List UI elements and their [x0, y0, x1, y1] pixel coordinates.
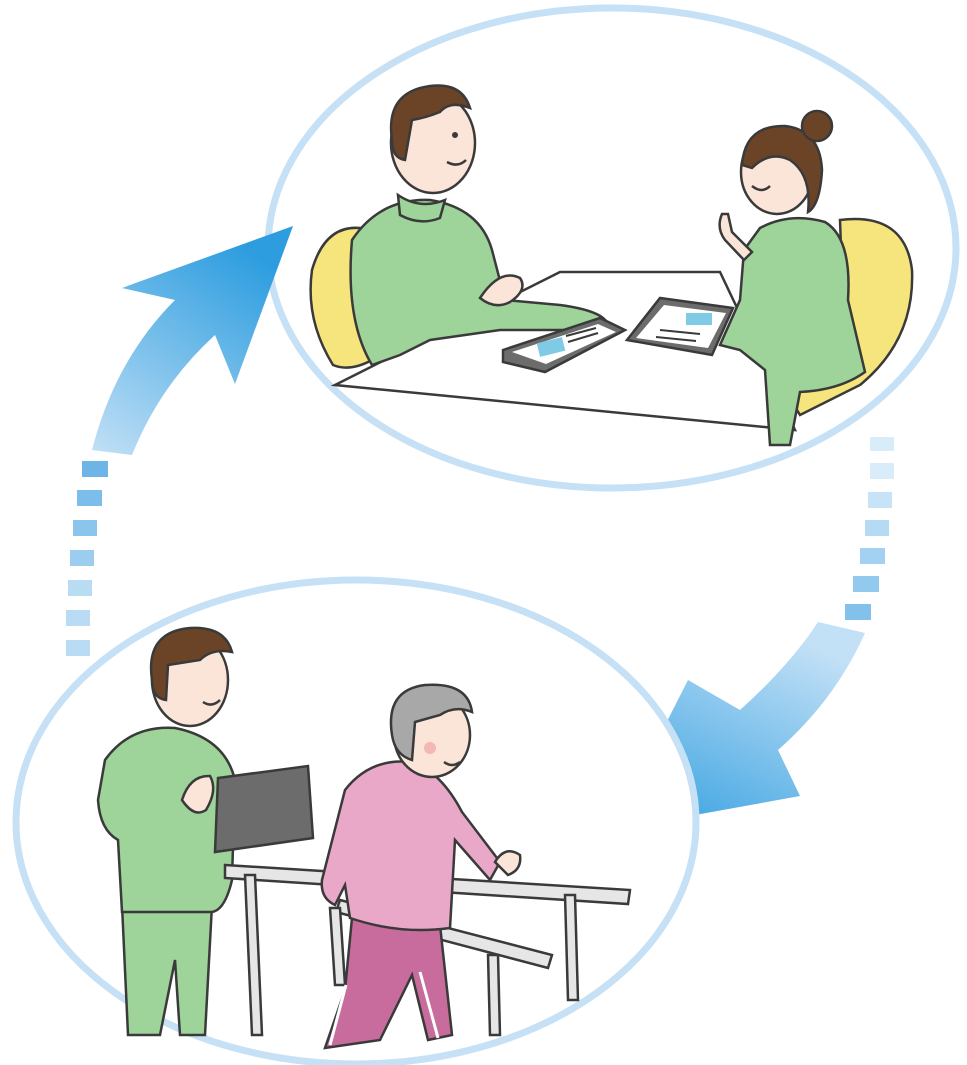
rehabilitation-scene: [16, 580, 696, 1064]
therapist-tablet: [215, 766, 313, 852]
meeting-scene: [268, 8, 956, 488]
female-therapist-bun: [802, 111, 832, 141]
cycle-arrow-icon: [92, 226, 293, 455]
